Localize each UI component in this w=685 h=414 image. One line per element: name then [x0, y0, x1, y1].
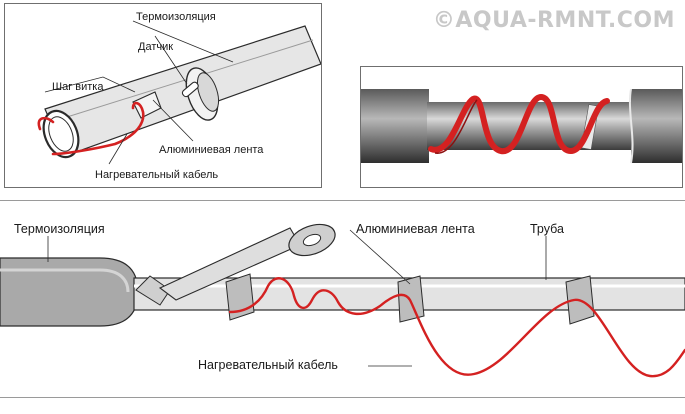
insulation-right	[631, 89, 682, 163]
sensor-body	[181, 81, 199, 98]
label-aluminum-tape-bottom: Алюминиевая лента	[356, 222, 475, 236]
pipe-shading-line	[50, 39, 314, 123]
divider-bottom	[0, 397, 685, 398]
leader-insulation	[132, 20, 234, 63]
leader-aluminum-tape	[152, 99, 194, 142]
divider-top	[0, 200, 685, 201]
tape-roll-core	[302, 233, 322, 247]
insulation-section	[0, 257, 139, 327]
leader-sensor	[154, 35, 188, 85]
pipe-inner-wall	[48, 116, 74, 152]
leader-pitch	[44, 76, 136, 93]
pipe-photo-panel	[360, 66, 683, 188]
label-pitch: Шаг витка	[52, 81, 104, 93]
label-insulation: Термоизоляция	[136, 11, 216, 23]
heating-cable-spiral	[428, 93, 610, 155]
pipe-photo-illustration	[361, 88, 682, 164]
leader-aluminum-tape	[349, 229, 411, 285]
label-heating-cable-bottom: Нагревательный кабель	[198, 358, 338, 372]
insulation-highlight	[0, 268, 130, 293]
label-insulation-bottom: Термоизоляция	[14, 222, 105, 236]
insulation-left	[361, 89, 429, 163]
heating-cable	[228, 277, 685, 378]
label-pipe: Труба	[530, 222, 564, 236]
label-aluminum-tape: Алюминиевая лента	[159, 144, 264, 156]
heating-cable-shadow	[434, 99, 478, 154]
aluminum-tape-band-2	[397, 275, 425, 323]
site-watermark: ©AQUA-RMNT.COM	[432, 8, 675, 33]
heating-cable-spiral	[37, 101, 145, 156]
insulation-right-edge	[628, 88, 634, 164]
pipe-heating-diagram-panel: Термоизоляция Датчик Шаг витка Алюминиев…	[4, 3, 322, 188]
insulation-ring-inner	[196, 72, 220, 112]
pipe-with-sensor-illustration	[37, 20, 321, 165]
leader-heating-cable	[108, 133, 128, 165]
label-sensor: Датчик	[138, 41, 174, 53]
label-heating-cable: Нагревательный кабель	[95, 169, 219, 181]
